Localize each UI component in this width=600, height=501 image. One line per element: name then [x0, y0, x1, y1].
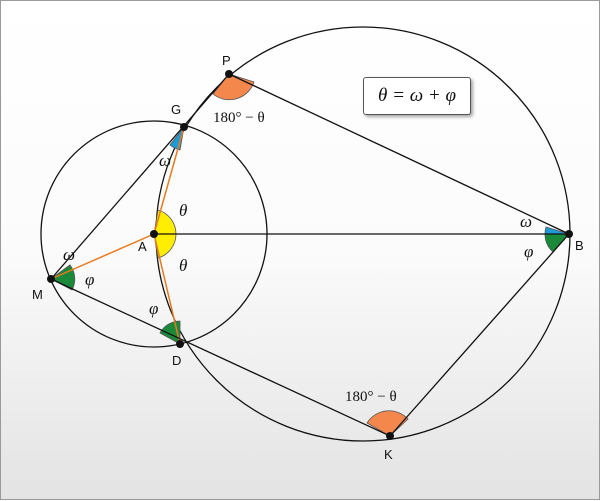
phi-d-label: φ [149, 299, 158, 318]
point-a [150, 230, 158, 238]
formula-text: θ = ω + φ [378, 85, 456, 106]
label-m: M [32, 287, 43, 302]
omega-g-label: ω [159, 151, 171, 170]
theta-lower-label: θ [179, 256, 187, 275]
point-k [386, 432, 394, 440]
point-b [565, 230, 573, 238]
phi-b-label: φ [524, 242, 533, 261]
p-angle-label: 180° − θ [213, 110, 265, 126]
point-p [225, 70, 233, 78]
radius-ad [153, 233, 181, 345]
point-d [176, 340, 184, 348]
phi-angle-sector-b [544, 233, 570, 253]
omega-m-label: ω [63, 245, 75, 264]
segment-pb [228, 73, 570, 235]
k-angle-label: 180° − θ [345, 389, 397, 405]
omega-angle-sector-g [169, 126, 185, 151]
point-m [47, 275, 55, 283]
label-b: B [575, 238, 584, 253]
omega-b-label: ω [520, 212, 532, 231]
segment-bk [389, 233, 570, 437]
p-angle-sector [212, 73, 255, 101]
label-d: D [172, 353, 181, 368]
label-a: A [138, 239, 147, 254]
label-p: P [222, 53, 231, 68]
point-g [180, 123, 188, 131]
radius-ag [153, 126, 185, 235]
radius-am [50, 233, 155, 280]
segment-mk [50, 278, 391, 437]
segment-mp [50, 73, 230, 280]
label-k: K [384, 447, 393, 462]
phi-angle-sector-d [159, 320, 181, 345]
formula-box: θ = ω + φ [363, 77, 471, 115]
phi-m-label: φ [85, 270, 94, 289]
label-g: G [171, 102, 181, 117]
theta-upper-label: θ [179, 201, 187, 220]
